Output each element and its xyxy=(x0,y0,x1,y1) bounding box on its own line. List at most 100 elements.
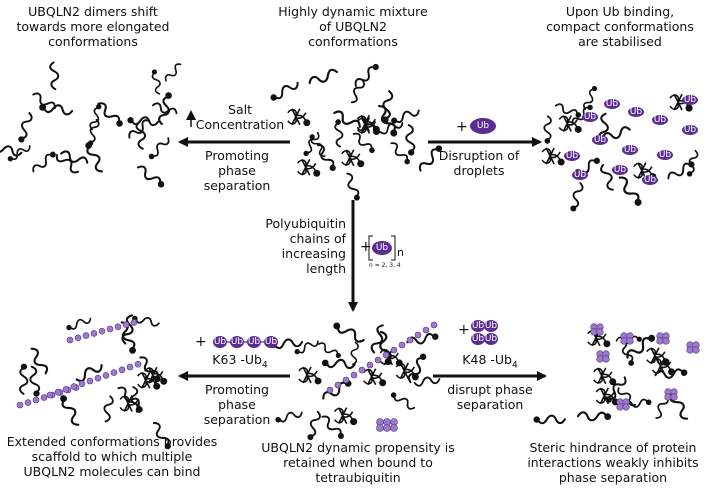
ub-bead xyxy=(78,380,86,388)
ub-label: Ub xyxy=(485,334,498,344)
compact-dimer-glyph xyxy=(651,357,676,376)
title-left: UBQLN2 dimers shift towards more elongat… xyxy=(16,4,170,49)
compact-dimer-glyph xyxy=(341,149,365,168)
protein-glyph xyxy=(576,411,612,422)
protein-glyph xyxy=(600,163,614,191)
bracket-right xyxy=(391,235,396,261)
ub-bead xyxy=(86,377,94,385)
protein-glyph xyxy=(85,142,103,173)
ub-label: Ub xyxy=(214,337,227,347)
ub-bead xyxy=(122,321,130,328)
ub-bead xyxy=(130,319,138,326)
protein-glyph xyxy=(60,395,80,426)
protein-glyph xyxy=(148,137,170,160)
protein-glyph xyxy=(135,120,147,150)
protein-glyph xyxy=(7,145,31,162)
ub-bead xyxy=(82,332,90,339)
ub-bead xyxy=(66,336,74,344)
protein-glyph xyxy=(60,150,89,164)
protein-glyph xyxy=(19,363,29,395)
ub-oval xyxy=(604,99,620,109)
protein-glyph xyxy=(350,341,359,366)
ub-label: Ub xyxy=(231,337,244,347)
ub-bead xyxy=(70,383,78,390)
protein-glyph xyxy=(49,61,60,91)
ub-label: Ub xyxy=(654,115,667,125)
ub-bead xyxy=(16,401,24,409)
ub-label: Ub xyxy=(472,321,485,331)
ub-label: Ub xyxy=(594,135,607,145)
ub-bead xyxy=(622,403,630,411)
ub-label: Ub xyxy=(574,170,587,180)
ub-bead xyxy=(686,346,694,354)
ub-oval xyxy=(682,125,698,135)
ub-bead xyxy=(62,386,70,393)
protein-glyph xyxy=(379,122,404,135)
protein-glyph xyxy=(413,376,441,387)
protein-glyph xyxy=(294,340,319,355)
protein-glyph xyxy=(617,387,637,407)
cluster-center-bottom xyxy=(270,321,441,441)
ub-bead xyxy=(422,326,430,334)
ub-bead xyxy=(118,366,126,374)
protein-glyph xyxy=(352,132,375,154)
protein-glyph xyxy=(667,161,695,180)
protein-glyph xyxy=(158,92,172,126)
ub-bead xyxy=(430,321,438,329)
compact-dimer-glyph xyxy=(298,366,322,385)
compact-dimer-glyph xyxy=(669,93,693,112)
protein-glyph xyxy=(0,145,23,157)
k63-text: K63 -Ub xyxy=(212,352,262,367)
ub-bead xyxy=(114,323,122,331)
compact-dimer-glyph xyxy=(119,395,143,413)
label-disruption: Disruption of droplets xyxy=(438,148,520,178)
protein-glyph xyxy=(164,63,182,82)
ub-bead xyxy=(626,337,634,345)
protein-glyph xyxy=(333,322,365,343)
protein-glyph xyxy=(626,334,656,359)
ub-oval xyxy=(213,336,227,348)
compact-dimer-glyph xyxy=(593,367,617,386)
protein-glyph xyxy=(370,324,384,354)
protein-glyph xyxy=(307,410,321,441)
ub-label: Ub xyxy=(644,175,657,185)
ub-oval xyxy=(682,95,698,105)
ub-bead xyxy=(390,424,398,432)
k48-text: K48 -Ub xyxy=(462,352,512,367)
ub-oval xyxy=(582,112,598,122)
ub-bead xyxy=(98,327,106,335)
ub-oval xyxy=(622,145,638,155)
protein-glyph xyxy=(418,145,443,172)
compact-dimer-glyph xyxy=(333,407,358,426)
ub-bead xyxy=(383,424,391,432)
cluster-left-top xyxy=(0,61,182,188)
ub-bead xyxy=(390,346,398,354)
ub-bead xyxy=(664,393,672,401)
ub-bead xyxy=(90,330,98,337)
ub-oval xyxy=(628,107,644,117)
ub-oval xyxy=(484,320,498,332)
ub-label: Ub xyxy=(485,321,498,331)
label-disrupt: disrupt phase separation xyxy=(447,382,533,412)
ub-bead xyxy=(334,381,342,389)
ub-bead xyxy=(374,356,382,364)
ub-label-right-top: Ub xyxy=(477,121,490,131)
protein-glyph xyxy=(618,176,642,206)
ub-label: Ub xyxy=(630,107,643,117)
compact-dimer-glyph xyxy=(356,117,380,136)
protein-glyph xyxy=(601,126,631,140)
protein-glyph xyxy=(97,102,123,127)
ub-bead xyxy=(692,346,700,354)
ub-bead xyxy=(74,334,82,342)
ub-bead xyxy=(662,337,670,345)
ub-bead xyxy=(656,337,664,345)
bracket-left xyxy=(368,235,373,261)
ub-label: Ub xyxy=(624,145,637,155)
ub-bead xyxy=(126,363,134,371)
compact-dimer-glyph xyxy=(144,366,168,385)
label-k48: K48 -Ub4 xyxy=(450,352,530,374)
protein-glyph xyxy=(32,151,56,173)
ub-bead xyxy=(602,355,610,363)
label-polyubiquitin: Polyubiquitin chains of increasing lengt… xyxy=(265,216,346,276)
